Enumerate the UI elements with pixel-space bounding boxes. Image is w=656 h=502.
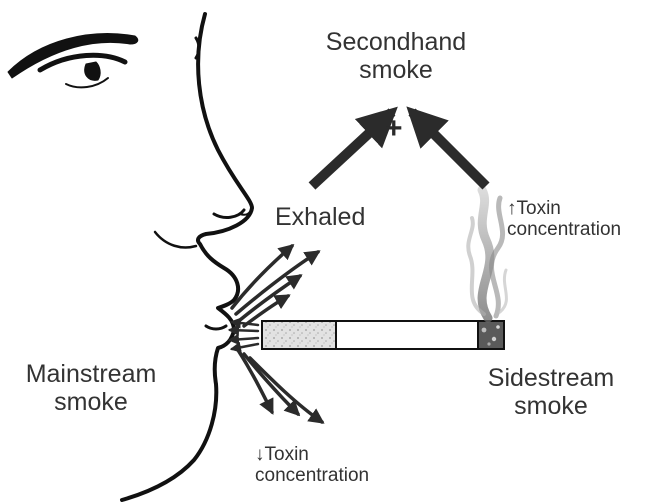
toxin-down-line1: ↓Toxin <box>255 444 369 465</box>
eye-lid <box>40 55 125 70</box>
toxin-up-line2: concentration <box>507 219 621 240</box>
exhaled-label: Exhaled <box>275 203 365 231</box>
cigarette-ember <box>478 321 504 349</box>
toxin-down-label: ↓Toxin concentration <box>255 444 369 487</box>
profile-line <box>122 14 252 500</box>
inhale-arrow-2 <box>230 330 258 331</box>
cigarette <box>262 321 504 349</box>
exhaled-arrows <box>232 246 318 326</box>
mainstream-arrow-2 <box>244 354 298 414</box>
cigarette-filter <box>262 321 336 349</box>
inhale-arrow-4 <box>232 344 258 349</box>
mainstream-smoke-label: Mainstream smoke <box>2 360 180 416</box>
toxin-up-line1: ↑Toxin <box>507 198 621 219</box>
toxin-up-label: ↑Toxin concentration <box>507 198 621 241</box>
secondhand-line1: Secondhand <box>306 28 486 56</box>
secondhand-line2: smoke <box>306 56 486 84</box>
sidestream-smoke-label: Sidestream smoke <box>466 364 636 420</box>
inhale-arrow-1 <box>232 322 258 325</box>
secondhand-smoke-label: Secondhand smoke <box>306 28 486 84</box>
mainstream-line2: smoke <box>2 388 180 416</box>
face-profile <box>8 14 252 500</box>
mainstream-line1: Mainstream <box>2 360 180 388</box>
eye-pupil <box>85 62 100 80</box>
sidestream-line2: smoke <box>466 392 636 420</box>
exhaled-arrow-3 <box>240 276 300 320</box>
sidestream-line1: Sidestream <box>466 364 636 392</box>
sidestream-smoke-plume <box>468 190 506 318</box>
inhale-arrow-3 <box>230 338 258 340</box>
toxin-down-line2: concentration <box>255 465 369 486</box>
mainstream-arrows <box>238 350 322 422</box>
plus-sign: + <box>385 112 403 146</box>
arrow-exhaled-to-secondhand <box>312 112 392 186</box>
cigarette-paper <box>336 321 478 349</box>
arrow-sidestream-to-secondhand <box>412 112 486 186</box>
